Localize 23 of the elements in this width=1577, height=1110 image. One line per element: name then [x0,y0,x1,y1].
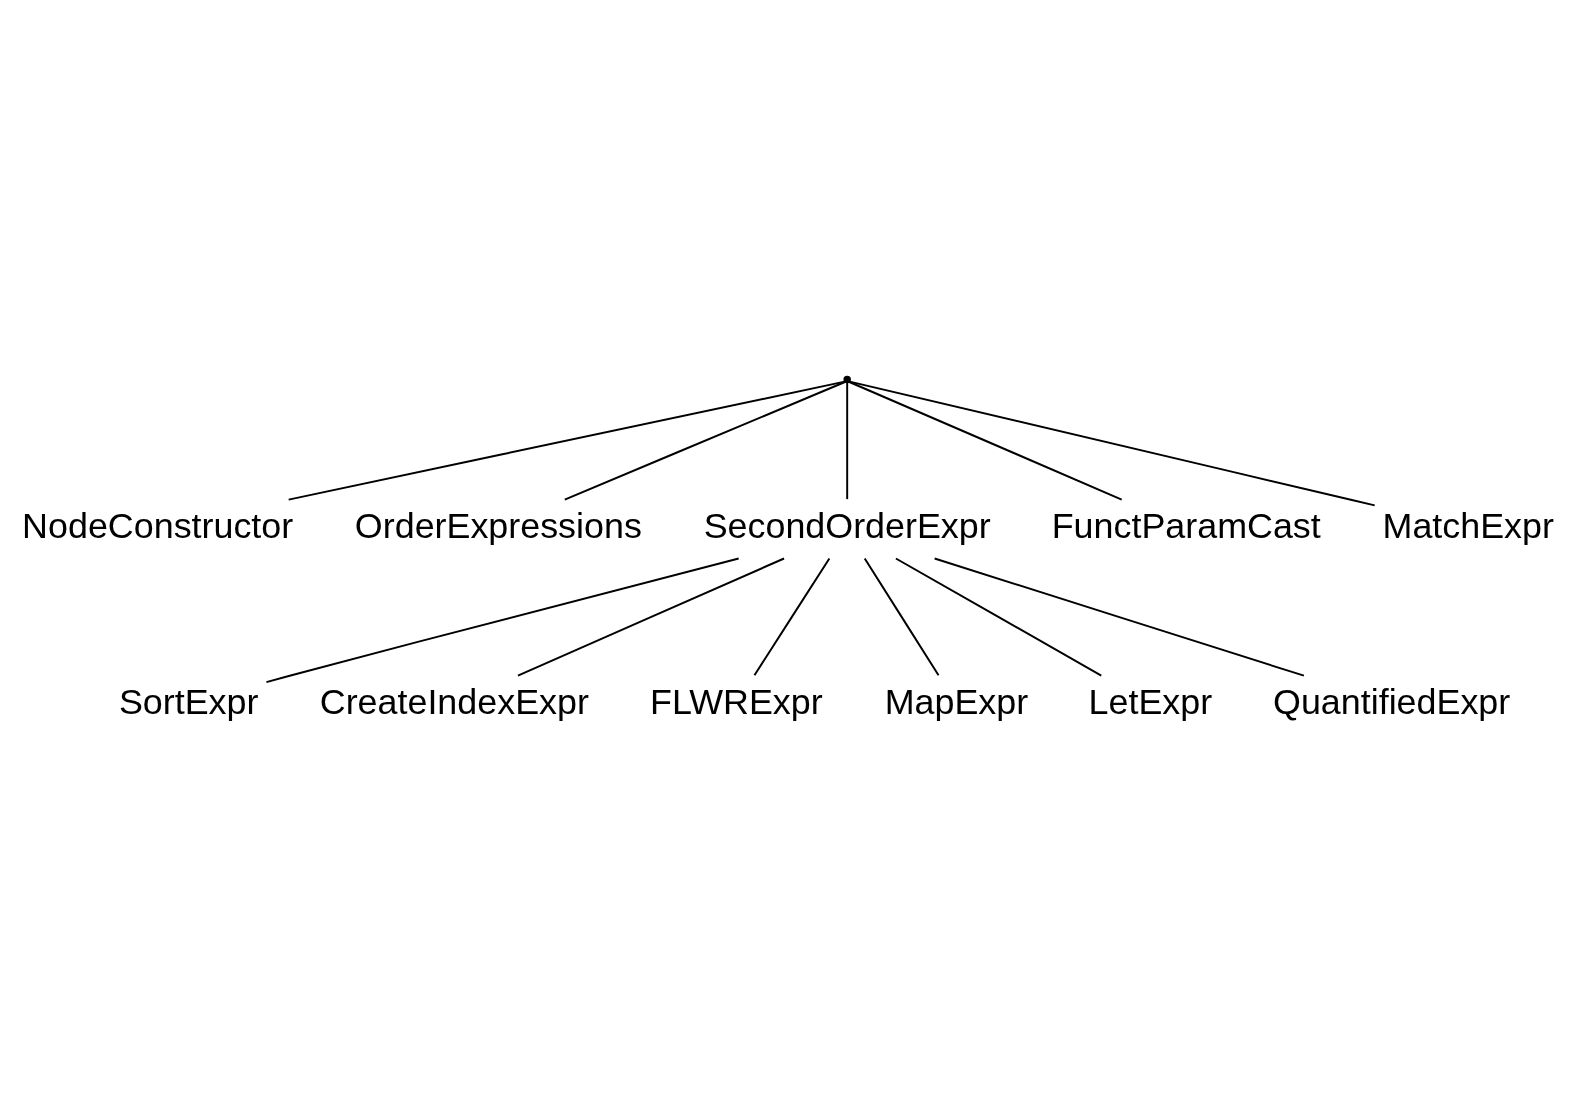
node-text: OrderExpressions [354,505,642,546]
connector [894,557,1103,676]
connector [863,557,940,676]
connector [753,557,831,676]
node-text: MapExpr [884,681,1029,722]
connector [516,557,786,676]
connector [563,380,846,501]
connector [846,381,849,500]
node-text: FunctParamCast [1051,505,1321,546]
connector [848,380,1376,506]
connector [265,557,740,683]
node-text: LetExpr [1088,681,1213,722]
node-text: SortExpr [118,681,259,722]
connector [933,557,1305,677]
node-text: SecondOrderExpr [703,505,991,546]
connector [287,380,846,501]
node-text: NodeConstructor [22,505,294,546]
node-text: QuantifiedExpr [1273,681,1511,722]
node-text: FLWRExpr [650,681,823,722]
node-point [843,375,851,383]
node-text: MatchExpr [1382,505,1554,546]
node-text: CreateIndexExpr [319,681,589,722]
connector [848,380,1123,501]
